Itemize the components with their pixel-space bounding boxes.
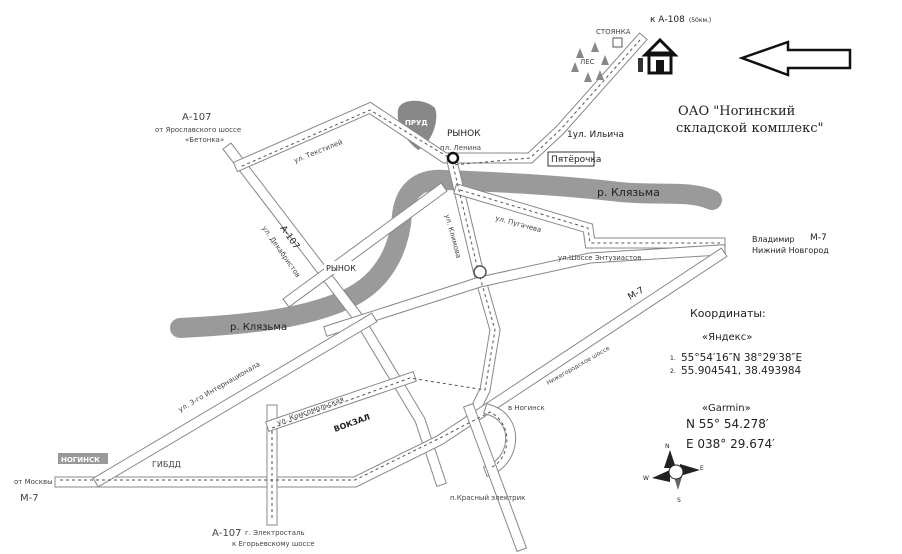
label-a108: к А-108(50км.): [650, 15, 711, 25]
label-parking: СТОЯНКА: [596, 28, 631, 36]
label-egorevskoe: к Егорьевскому шоссе: [232, 540, 315, 548]
yandex-coord-2: 55.904541, 38.493984: [681, 365, 802, 377]
forest-icon: [571, 42, 609, 82]
garmin-title: «Garmin»: [702, 403, 751, 414]
yandex-title: «Яндекс»: [702, 332, 752, 343]
garmin-n: N 55° 54.278′: [686, 417, 769, 431]
label-gibdd: ГИБДД: [152, 460, 181, 469]
label-forest: ЛЕС: [580, 58, 595, 66]
label-m7-left: М-7: [20, 493, 39, 504]
label-vokzal: ВОКЗАЛ: [333, 412, 372, 433]
roundabout-klimova: [473, 265, 487, 279]
garmin-e: E 038° 29.674′: [686, 437, 775, 451]
svg-text:E: E: [700, 465, 704, 472]
label-betonka: «Бетонка»: [185, 136, 224, 144]
company-name-line1: ОАО "Ногинский: [678, 104, 795, 119]
label-to-noginsk: в Ногинск: [508, 404, 545, 412]
parking-icon: [612, 37, 623, 48]
pointer-arrow-icon: [738, 40, 852, 77]
label-komsomolskaya: ул. Комсомольская: [276, 395, 345, 427]
label-pond: ПРУД: [405, 119, 428, 127]
yandex-coord-2-num: 2.: [670, 368, 676, 375]
label-ilyicha: 1ул. Ильича: [567, 130, 624, 140]
traffic-light-icon: [638, 58, 643, 72]
compass-rose-icon: N E S W: [643, 443, 704, 504]
label-from-yaroslavl: от Ярославского шоссе: [155, 126, 241, 134]
label-m7-right: М-7: [810, 233, 827, 243]
label-nnovgorod: Нижний Новгород: [752, 246, 829, 255]
label-a107-top: А-107: [182, 112, 212, 123]
label-market-2: РЫНОК: [326, 264, 356, 273]
house-icon: [641, 37, 679, 75]
label-pyaterochka: Пятёрочка: [551, 155, 601, 165]
label-river-left: р. Клязьма: [230, 322, 287, 333]
label-river-right: р. Клязьма: [597, 186, 660, 199]
svg-text:N: N: [665, 443, 670, 450]
svg-text:S: S: [677, 497, 681, 504]
label-krasny: п.Красный электрик: [450, 494, 525, 502]
label-a107-bottom: А-107: [212, 528, 242, 539]
yandex-coord-1-num: 1.: [670, 355, 676, 362]
river-klyazma: [170, 169, 722, 338]
svg-text:W: W: [643, 475, 649, 482]
label-klimova: ул. Климова: [443, 213, 462, 259]
label-noginsk-sign: НОГИНСК: [61, 456, 100, 464]
label-elektrostal: г. Электросталь: [245, 529, 305, 537]
label-entuziastov: ул.Шоссе Энтузиастов: [558, 254, 641, 262]
label-market-1: РЫНОК: [447, 129, 481, 139]
roads: [54, 32, 728, 553]
roundabout-lenina: [446, 151, 460, 165]
coordinates-title: Координаты:: [690, 307, 766, 320]
yandex-coord-1: 55°54′16″N 38°29′38″E: [681, 352, 802, 364]
company-name-line2: складской комплекс": [676, 121, 824, 136]
label-from-moscow: от Москвы: [14, 478, 53, 486]
label-lenina: пл. Ленина: [440, 144, 481, 152]
label-vladimir: Владимир: [752, 235, 795, 244]
